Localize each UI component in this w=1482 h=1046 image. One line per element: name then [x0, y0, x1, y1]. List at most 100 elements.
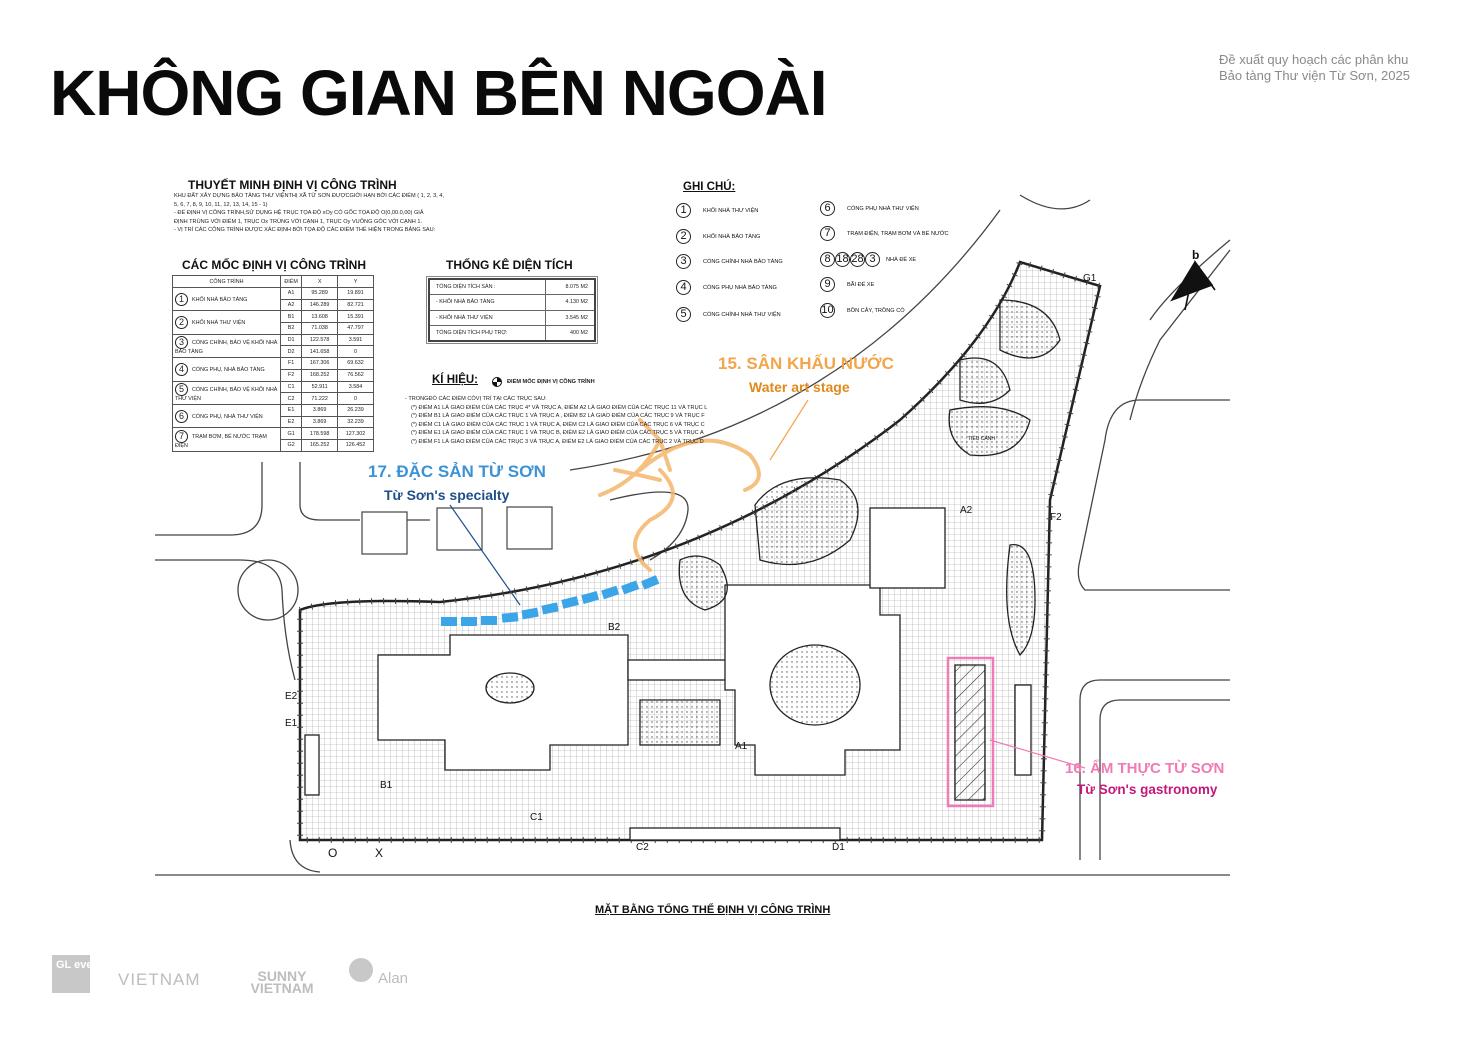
table-cell: 71.038	[301, 322, 339, 335]
logo-vietnam: VIETNAM	[118, 970, 201, 989]
table-cell: 3.869	[301, 403, 339, 417]
description-title: THUYẾT MINH ĐỊNH VỊ CÔNG TRÌNH	[188, 178, 397, 192]
point-label-c1: C1	[530, 812, 543, 823]
number-circle-icon: 3	[676, 254, 691, 269]
number-circle-icon: 4	[175, 362, 188, 376]
table-cell: 146.289	[301, 298, 339, 312]
table-cell: - KHỐI NHÀ THƯ VIỆN	[428, 309, 547, 326]
number-circle-icon: 4	[676, 280, 691, 295]
gastronomy-leader	[989, 739, 1086, 769]
table-cell: F1	[279, 357, 303, 370]
plan-caption: MẶT BẰNG TỔNG THỂ ĐỊNH VỊ CÔNG TRÌNH	[595, 904, 831, 916]
legend-label: CỔNG PHỤ NHÀ THƯ VIỆN	[847, 205, 919, 212]
table-cell: 15.391	[337, 310, 374, 324]
number-circle-icon: 5	[175, 383, 188, 397]
table-cell: 3.545 M2	[545, 309, 596, 326]
table-cell: 82.721	[337, 298, 374, 312]
point-label-b1: B1	[380, 780, 393, 791]
symbols-line: (*) ĐIỂM A1 LÀ GIAO ĐIỂM CỦA CÁC TRỤC 4*…	[411, 404, 708, 411]
area-table: TỔNG DIỆN TÍCH SÀN :8.075 M2- KHỐI NHÀ B…	[426, 276, 598, 344]
table-cell: 165.252	[301, 438, 339, 452]
legend-label: CỔNG PHỤ NHÀ BẢO TÀNG	[703, 284, 777, 291]
point-label-e2: E2	[285, 691, 298, 702]
point-label-b2: B2	[608, 622, 621, 633]
building-name: CỔNG CHÍNH, BẢO VỆ KHỐI NHÀ BẢO TÀNG	[175, 340, 278, 356]
point-label-c2: C2	[636, 842, 649, 853]
building-name: TRẠM BƠM, BỂ NƯỚC TRẠM ĐIỆN	[175, 433, 267, 449]
table-cell: 8.075 M2	[545, 278, 596, 295]
buildings	[304, 299, 1061, 841]
legend-label: KHỐI NHÀ BẢO TÀNG	[703, 233, 761, 240]
number-circle-icon: 7	[820, 226, 835, 241]
table-cell: C1	[279, 380, 303, 394]
logo-alan: Alan	[378, 970, 409, 987]
building-name: KHỐI NHÀ BẢO TÀNG	[192, 296, 248, 303]
symbols-notes: - TRONGĐÓ CÁC ĐIỂM CÓVỊ TRÍ TẠI CÁC TRỤC…	[405, 395, 707, 447]
table-cell: 71.222	[301, 392, 339, 405]
table-cell: 0	[337, 392, 374, 405]
table-cell: TỔNG DIỆN TÍCH SÀN :	[428, 278, 547, 295]
table-cell: 3.584	[337, 380, 374, 394]
water-stage-title: 15. SÂN KHẤU NƯỚC	[718, 354, 894, 373]
table-cell: G2	[279, 438, 303, 452]
gastronomy-title: 16. ẨM THỰC TỪ SƠN	[1065, 760, 1225, 777]
number-circle-icon: 28	[850, 252, 865, 267]
water-stage-leader	[769, 399, 809, 461]
specialty-leader	[449, 504, 521, 606]
legend-item: 3 CỔNG CHÍNH NHÀ BẢO TÀNG	[676, 254, 783, 269]
table-cell: D2	[279, 345, 303, 359]
symbols-line: (*) ĐIỂM B1 LÀ GIAO ĐIỂM CỦA CÁC TRỤC 1 …	[411, 413, 705, 420]
legend-label: TRẠM ĐIỆN, TRẠM BƠM VÀ BỂ NƯỚC	[847, 230, 949, 237]
col-header: ĐIỂM	[279, 275, 303, 288]
number-circle-icon: 2	[175, 316, 188, 330]
table-cell: E1	[279, 403, 303, 417]
legend-label: CỔNG CHÍNH NHÀ THƯ VIỆN	[703, 311, 781, 318]
legend-label: CỔNG CHÍNH NHÀ BẢO TÀNG	[703, 258, 783, 265]
table-cell: 76.562	[337, 368, 374, 382]
gastronomy-zone	[946, 656, 995, 808]
logo-gl-events: GL events	[52, 955, 109, 993]
table-cell: F2	[279, 368, 303, 382]
legend-label: BỒN CÂY, TRỒNG CỎ	[847, 307, 905, 314]
table-cell: 19.891	[337, 287, 374, 300]
table-cell: 400 M2	[545, 325, 596, 342]
description-text: KHU ĐẤT XÂY DỰNG BẢO TÀNG THƯ VIỆNTHỊ XÃ…	[174, 192, 444, 235]
symbols-line: (*) ĐIỂM E1 LÀ GIAO ĐIỂM CỦA CÁC TRỤC 1 …	[411, 430, 704, 437]
symbols-line: (*) ĐIỂM F1 LÀ GIAO ĐIỂM CỦA CÁC TRỤC 3 …	[411, 438, 704, 445]
description-line: KHU ĐẤT XÂY DỰNG BẢO TÀNG THƯ VIỆNTHỊ XÃ…	[174, 193, 444, 199]
number-circle-icon: 1	[676, 203, 691, 218]
table-cell: A1	[279, 287, 303, 300]
table-cell: 126.452	[337, 438, 374, 452]
markers-table-title: CÁC MỐC ĐỊNH VỊ CÔNG TRÌNH	[182, 258, 366, 272]
number-circle-icon: 9	[820, 277, 835, 292]
symbols-line: (*) ĐIỂM C1 LÀ GIAO ĐIỂM CỦA CÁC TRỤC 1 …	[411, 421, 705, 428]
logo-alan-mark	[349, 958, 373, 982]
table-cell: 47.797	[337, 322, 374, 335]
building-name: KHỐI NHÀ THƯ VIỆN	[192, 319, 246, 326]
table-cell: 167.306	[301, 357, 339, 370]
header-note-line2: Bảo tàng Thư viện Từ Sơn, 2025	[1219, 68, 1410, 83]
header-note-line1: Đề xuất quy hoạch các phân khu	[1219, 52, 1409, 67]
building-name: CỔNG PHỤ, NHÀ THƯ VIỆN	[192, 413, 263, 420]
point-label-d1: D1	[832, 842, 845, 853]
table-cell: 168.252	[301, 368, 339, 382]
col-header: Y	[337, 275, 374, 288]
number-circle-icon: 7	[175, 429, 188, 443]
